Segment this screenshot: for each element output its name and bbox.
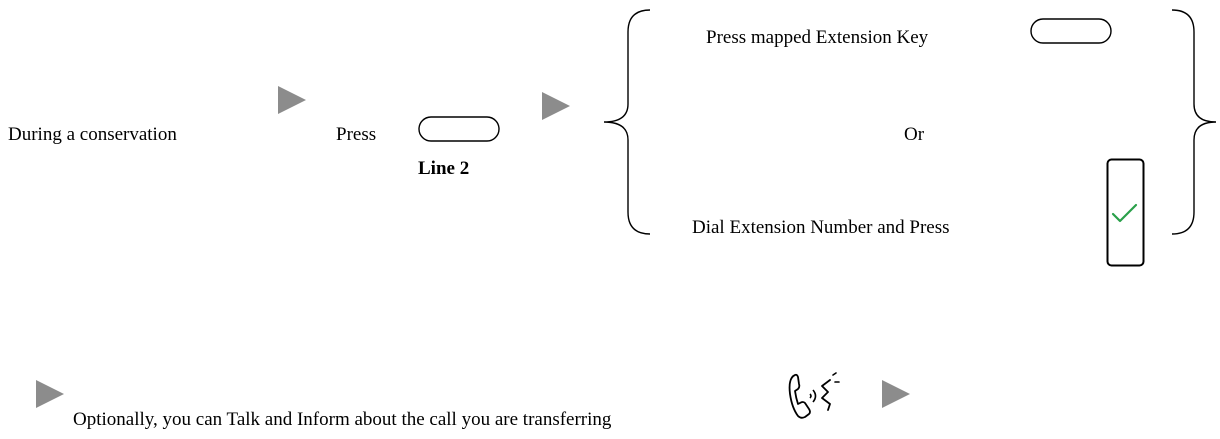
play-arrow-icon	[882, 380, 910, 408]
right-brace	[1171, 9, 1217, 235]
play-arrow-icon	[278, 86, 306, 114]
press-label: Press	[336, 124, 377, 145]
line-2-key-button-icon[interactable]	[418, 116, 500, 142]
intro-text: During a conservation	[8, 124, 177, 145]
or-separator: Or	[904, 124, 925, 145]
option-dial-extension: Dial Extension Number and Press	[692, 217, 950, 238]
line-key-label: Line 2	[418, 158, 470, 179]
checkmark-key-icon[interactable]	[1106, 158, 1146, 268]
handset-talk-icon	[788, 372, 840, 419]
optional-talk-text: Optionally, you can Talk and Inform abou…	[73, 409, 612, 430]
left-brace	[603, 9, 651, 235]
option-press-extension-key: Press mapped Extension Key	[706, 27, 929, 48]
extension-key-button-icon[interactable]	[1030, 18, 1112, 44]
play-arrow-icon	[542, 92, 570, 120]
play-arrow-icon	[36, 380, 64, 408]
